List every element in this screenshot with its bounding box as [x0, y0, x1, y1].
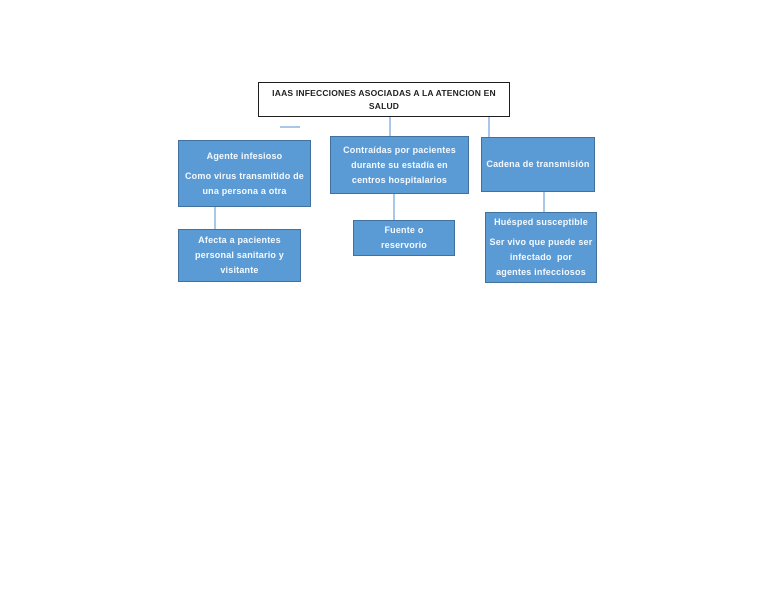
- node-text-line: Cadena de transmisión: [486, 159, 590, 169]
- node-text-paragraph: Fuente o reservorio: [381, 223, 427, 253]
- node-text-line: Agente infesioso: [206, 150, 283, 161]
- connector-agente-to-afecta: [214, 206, 216, 229]
- node-text-line: personal sanitario y: [194, 250, 285, 260]
- node-cadena-de-transmision: Cadena de transmisión: [481, 137, 595, 192]
- node-fuente-o-reservorio: Fuente o reservorio: [353, 220, 455, 256]
- node-text-line: una persona a otra: [202, 185, 287, 196]
- diagram-title: IAAS INFECCIONES ASOCIADAS A LA ATENCION…: [272, 87, 496, 111]
- node-text-paragraph: Agente infesioso: [207, 149, 283, 164]
- connector-title-to-contraidas: [389, 117, 391, 136]
- node-text-line: infectado por: [509, 252, 573, 262]
- node-text-line: Ser vivo que puede ser: [489, 237, 593, 247]
- node-text-line: Fuente o: [384, 225, 424, 235]
- node-contraidas-por-pacientes: Contraídas por pacientes durante su estad…: [330, 136, 469, 194]
- node-text-paragraph: Cadena de transmisión: [486, 157, 589, 172]
- node-text-line: centros hospitalarios: [351, 174, 448, 185]
- node-text-line: visitante: [220, 265, 259, 275]
- node-afecta-a-pacientes: Afecta a pacientes personal sanitario y vi…: [178, 229, 301, 282]
- connector-title-to-cadena: [488, 117, 490, 137]
- node-text-paragraph: Ser vivo que puede ser infectado por agent…: [490, 235, 593, 280]
- node-text-line: Como virus transmitido de: [184, 170, 305, 181]
- node-text-paragraph: Afecta a pacientes personal sanitario y vi…: [195, 233, 284, 278]
- node-text-line: reservorio: [380, 240, 428, 250]
- stray-dash-line: [280, 126, 300, 128]
- node-text-line: Huésped susceptible: [494, 217, 588, 227]
- node-text-line: Afecta a pacientes: [198, 235, 281, 245]
- node-text-line: durante su estadía en: [351, 159, 448, 170]
- node-text-paragraph: Como virus transmitido de una persona a o…: [185, 169, 304, 199]
- node-text-line: Contraídas por pacientes: [343, 144, 456, 155]
- node-text-paragraph: Contraídas por pacientes durante su estad…: [343, 143, 456, 188]
- node-text-line: agentes infecciosos: [496, 267, 586, 277]
- node-title: IAAS INFECCIONES ASOCIADAS A LA ATENCION…: [258, 82, 510, 117]
- connector-cadena-to-huesped: [543, 191, 545, 212]
- node-text-paragraph: Huésped susceptible: [494, 215, 588, 230]
- connector-contraidas-to-fuente: [393, 193, 395, 220]
